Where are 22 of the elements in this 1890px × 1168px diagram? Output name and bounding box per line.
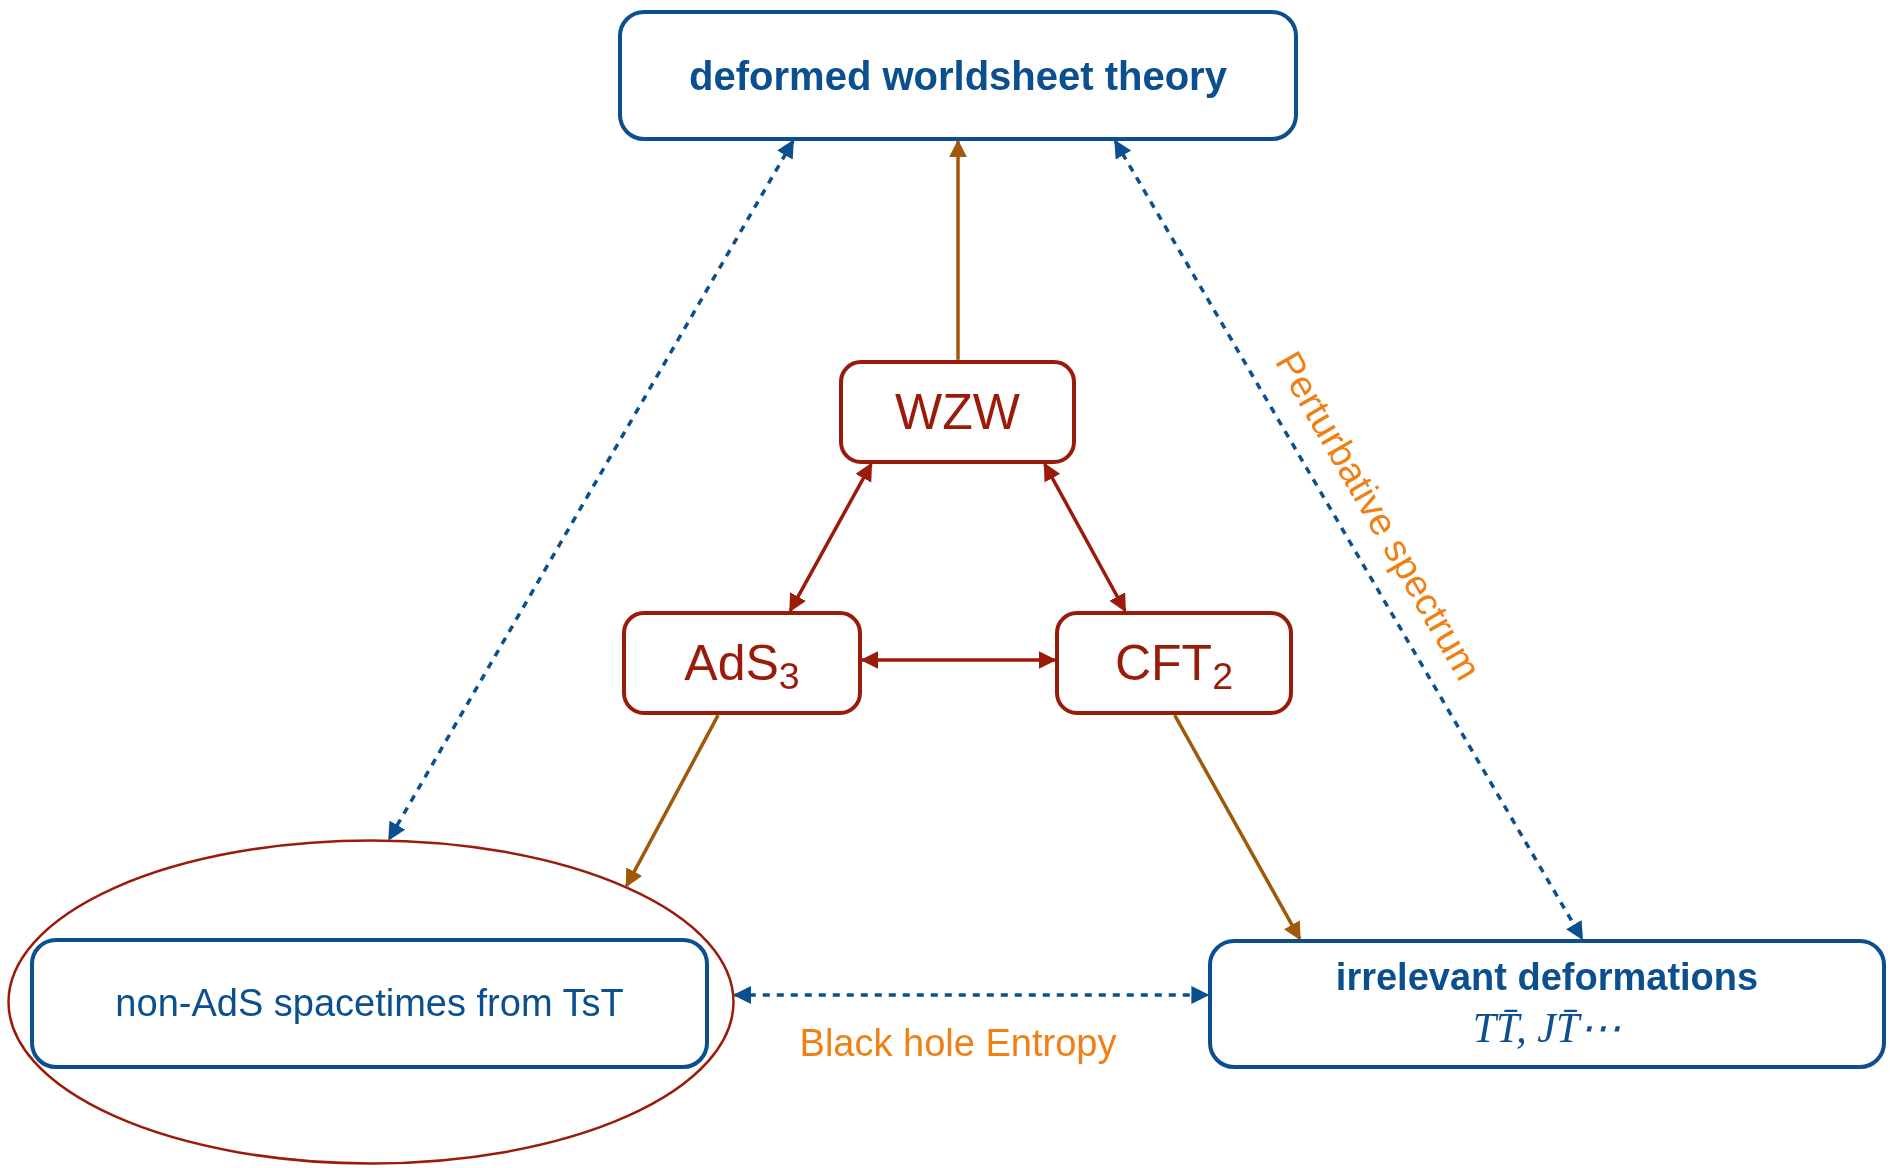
box-title: non-AdS spacetimes from TsT bbox=[115, 980, 624, 1026]
arrow bbox=[387, 139, 795, 841]
text-box bbox=[622, 611, 862, 715]
arrow bbox=[788, 462, 873, 613]
text-box bbox=[1055, 611, 1293, 715]
text-box bbox=[1208, 939, 1886, 1069]
box-title: deformed worldsheet theory bbox=[689, 52, 1227, 100]
box-label: AdS$_{3}$ bbox=[684, 633, 800, 695]
arrow bbox=[1113, 139, 1584, 941]
arrow bbox=[1043, 462, 1127, 613]
box-label: CFT$_{2}$ bbox=[1114, 633, 1234, 695]
formula-text: TT̄, JT̄⋯ bbox=[1472, 1003, 1622, 1053]
arrow bbox=[860, 651, 1057, 669]
arrow bbox=[625, 714, 720, 888]
highlight-ellipse bbox=[7, 839, 735, 1165]
arrow bbox=[1173, 714, 1302, 941]
arrow bbox=[949, 139, 967, 360]
box-title: irrelevant deformations bbox=[1335, 955, 1759, 1000]
text-box bbox=[839, 360, 1076, 464]
text-box bbox=[618, 10, 1298, 141]
arrow bbox=[733, 986, 1210, 1004]
box-label: WZW bbox=[895, 382, 1020, 442]
